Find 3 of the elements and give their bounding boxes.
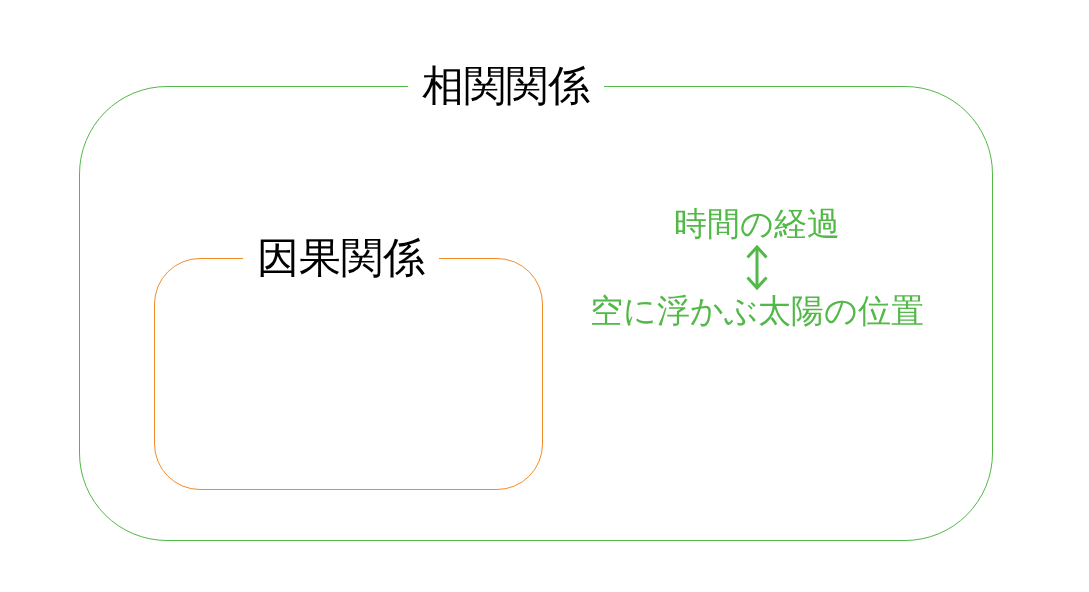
double-arrow <box>746 245 768 290</box>
text-label: 空に浮かぶ太陽の位置 <box>590 292 924 330</box>
text-label: 時間の経過 <box>674 205 840 243</box>
